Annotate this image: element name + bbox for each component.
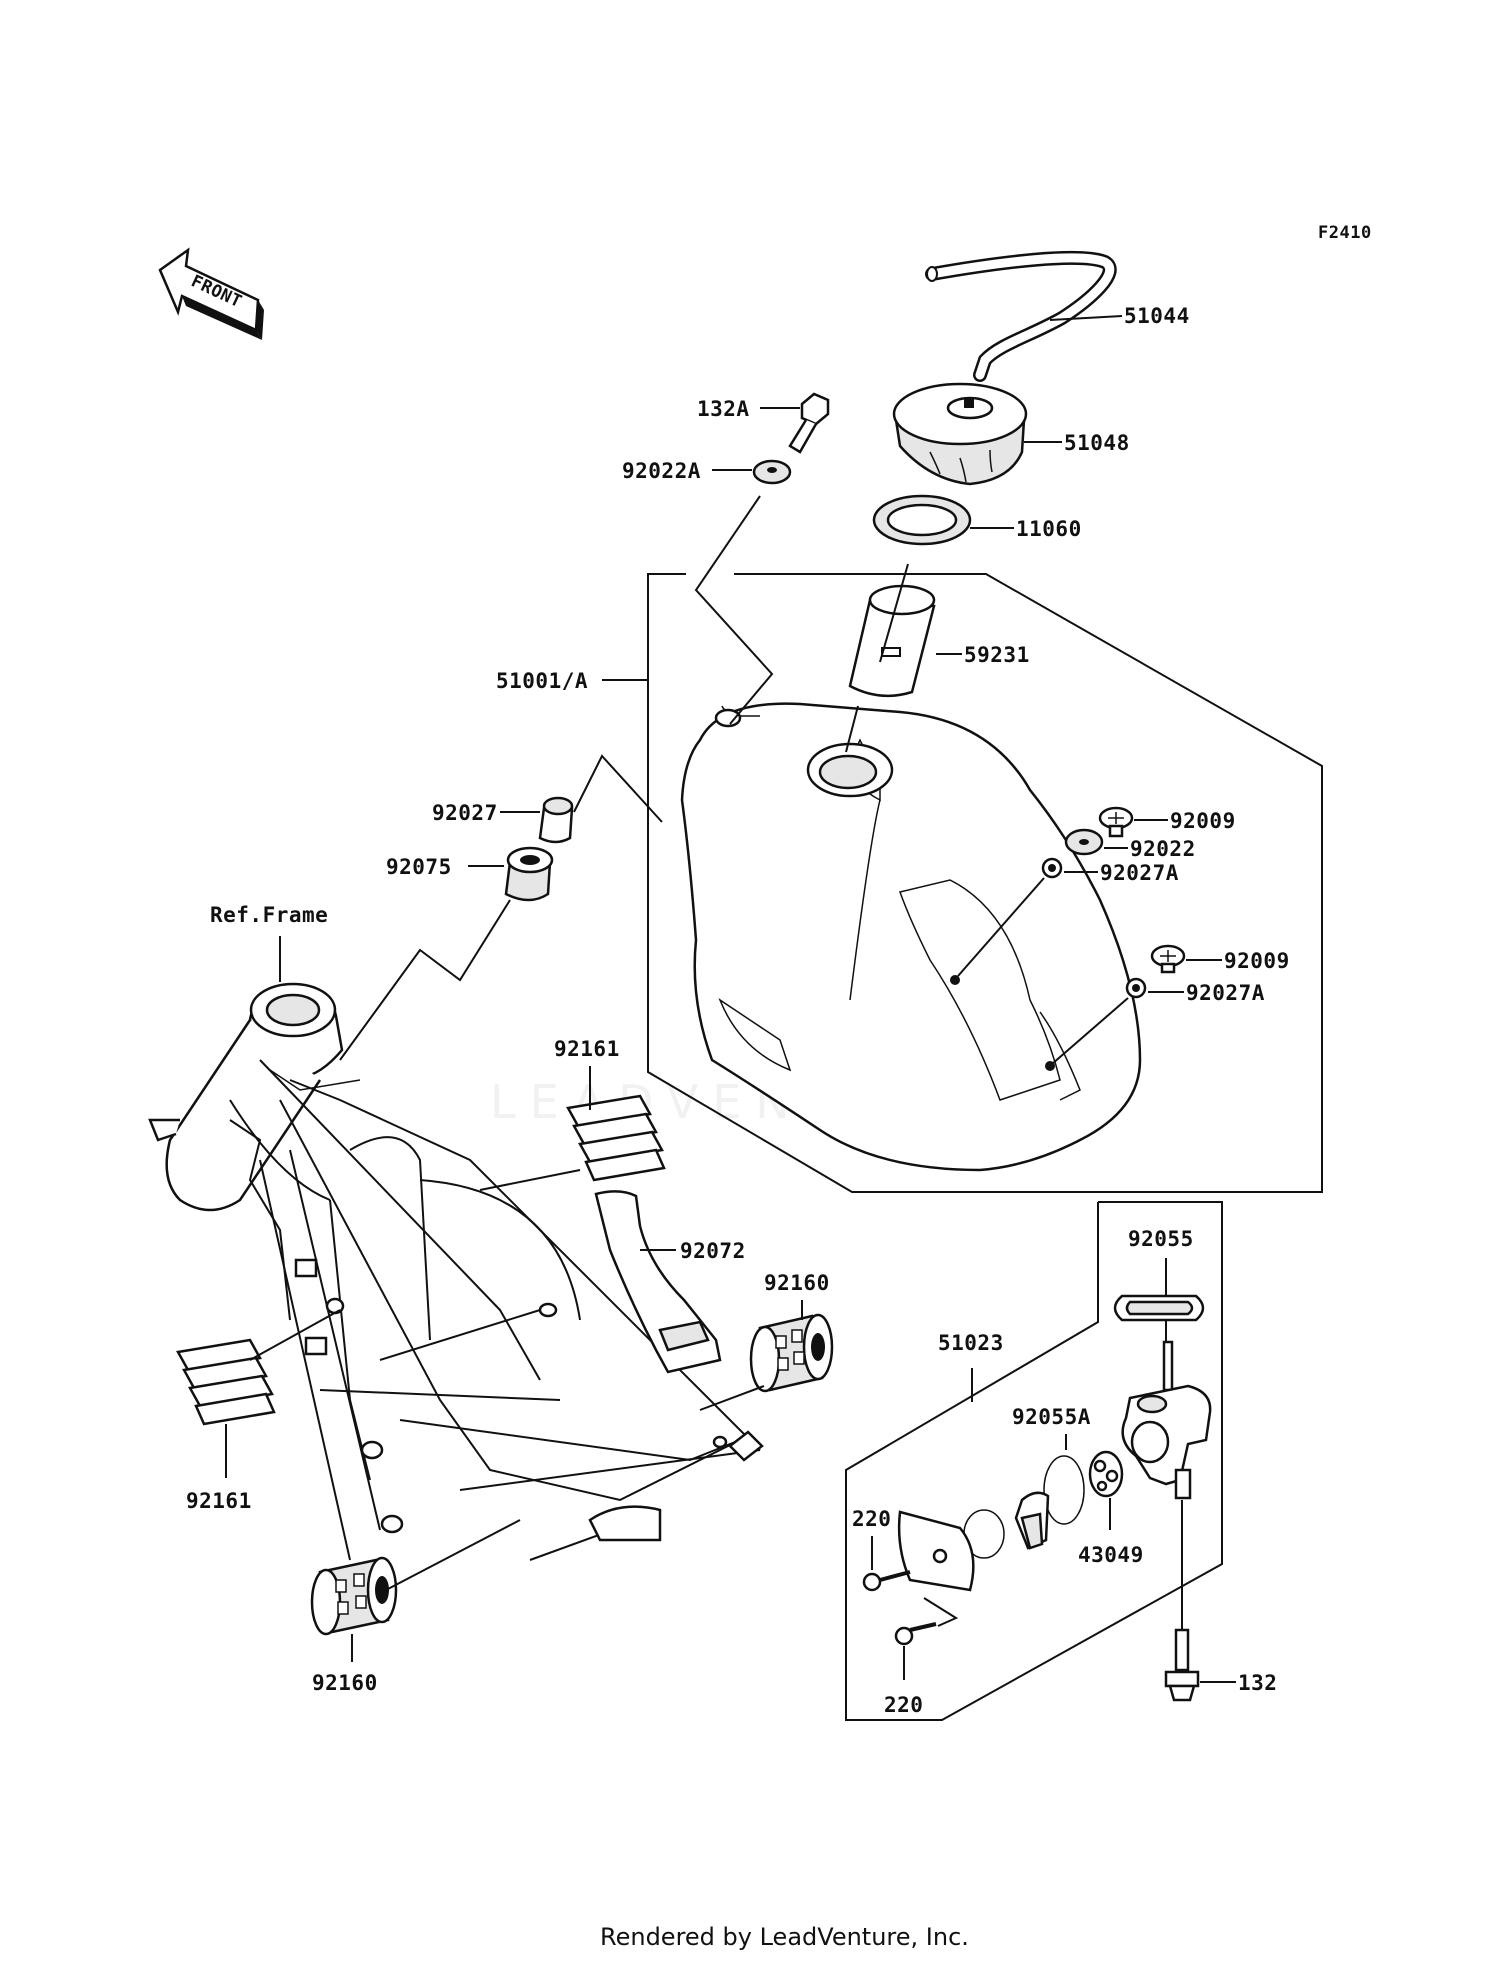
fuel-tank-51001A (680, 702, 1142, 1172)
label-92027A-lower: 92027A (1186, 981, 1265, 1005)
label-92055: 92055 (1128, 1227, 1194, 1251)
gasket-11060 (872, 494, 972, 546)
label-92161-lower: 92161 (186, 1489, 252, 1513)
label-132A: 132A (697, 397, 750, 421)
label-92161-upper: 92161 (554, 1037, 620, 1061)
screw-220-lower (894, 1622, 937, 1646)
screw-220-upper (862, 1570, 911, 1592)
bolt-132 (1164, 1628, 1200, 1702)
collar-92027 (538, 796, 574, 844)
ref-frame-label: Ref.Frame (210, 903, 328, 927)
label-92027: 92027 (432, 801, 498, 825)
lever-packing (963, 1491, 1050, 1559)
washer-92022A (752, 459, 792, 485)
label-11060: 11060 (1016, 517, 1082, 541)
strap-92072 (594, 1190, 722, 1374)
figure-code: F2410 (1318, 223, 1372, 243)
fuel-cock-51023 (1121, 1340, 1212, 1500)
label-43049: 43049 (1078, 1543, 1144, 1567)
rubber-92161-lower (176, 1338, 276, 1426)
label-92072: 92072 (680, 1239, 746, 1263)
filler-tube-59231 (848, 584, 936, 698)
rubber-92161-upper (566, 1094, 666, 1182)
gasket-43049 (1088, 1450, 1124, 1498)
label-92022: 92022 (1130, 837, 1196, 861)
filter-92055 (1113, 1294, 1205, 1322)
label-51044: 51044 (1124, 304, 1190, 328)
collar-92027A-lower (1125, 977, 1147, 999)
label-51023: 51023 (938, 1331, 1004, 1355)
footer-credit: Rendered by LeadVenture, Inc. (600, 1923, 969, 1951)
bolt-92009-upper (1098, 806, 1134, 838)
frame-ref (148, 982, 764, 1561)
o-ring-92055A (1043, 1455, 1085, 1525)
label-132: 132 (1238, 1671, 1277, 1695)
label-92055A: 92055A (1012, 1405, 1091, 1429)
fuel-cap-51048 (892, 382, 1028, 486)
label-92009-upper: 92009 (1170, 809, 1236, 833)
damper-92075 (504, 846, 554, 902)
label-92022A: 92022A (622, 459, 701, 483)
bolt-92009-lower (1150, 944, 1186, 974)
label-220-lower: 220 (884, 1693, 923, 1717)
label-51048: 51048 (1064, 431, 1130, 455)
label-220-upper: 220 (852, 1507, 891, 1531)
hose-51044 (925, 250, 1117, 382)
label-51001A: 51001/A (496, 669, 588, 693)
collar-92027A-upper (1041, 857, 1063, 879)
label-92009-lower: 92009 (1224, 949, 1290, 973)
front-arrow-icon: FRONT (158, 247, 264, 340)
label-92160-lower: 92160 (312, 1671, 378, 1695)
washer-92022 (1064, 828, 1104, 856)
bolt-132A (788, 392, 830, 454)
rubber-92160-upper (749, 1313, 834, 1393)
label-59231: 59231 (964, 643, 1030, 667)
label-92075: 92075 (386, 855, 452, 879)
rubber-92160-lower (310, 1556, 398, 1636)
cover-plate (897, 1510, 975, 1592)
label-92027A-upper: 92027A (1100, 861, 1179, 885)
label-92160-upper: 92160 (764, 1271, 830, 1295)
